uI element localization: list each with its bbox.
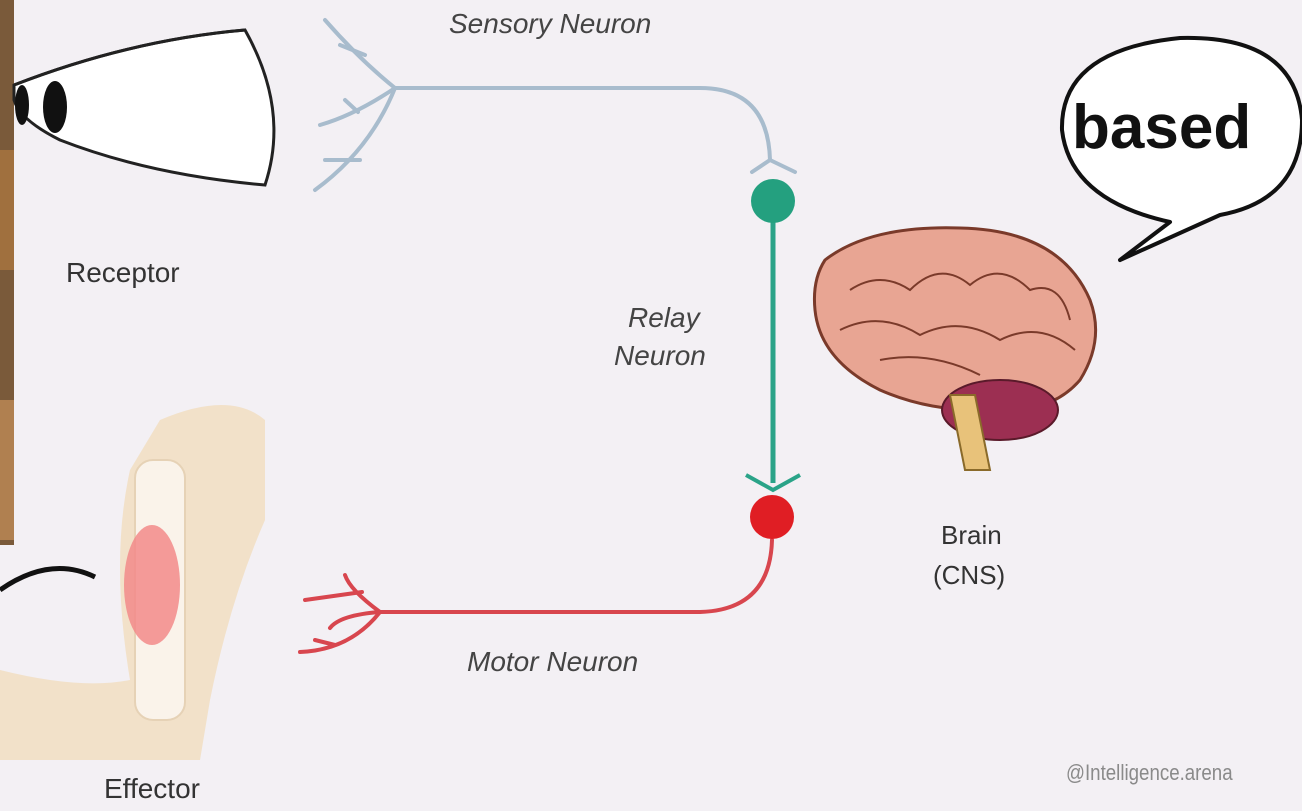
watermark: @Intelligence.arena — [1066, 760, 1233, 786]
brain-icon — [814, 228, 1095, 470]
brain-label-line2: (CNS) — [933, 560, 1005, 591]
sensory-neuron — [315, 20, 795, 190]
motor-cell-body — [750, 495, 794, 539]
motor-neuron — [300, 540, 772, 652]
motor-neuron-label: Motor Neuron — [467, 646, 638, 678]
relay-neuron-label-line1: Relay — [628, 302, 700, 334]
relay-cell-body — [751, 179, 795, 223]
effector-label: Effector — [104, 773, 200, 805]
effector-arm-icon — [0, 405, 265, 760]
receptor-label: Receptor — [66, 257, 180, 289]
brain-label-line1: Brain — [941, 520, 1002, 551]
relay-neuron — [746, 179, 800, 490]
left-photo-strip — [0, 0, 14, 545]
sensory-neuron-label: Sensory Neuron — [449, 8, 651, 40]
relay-neuron-label-line2: Neuron — [614, 340, 706, 372]
receptor-eye-icon — [14, 30, 274, 185]
speech-bubble-text: based — [1072, 92, 1251, 163]
